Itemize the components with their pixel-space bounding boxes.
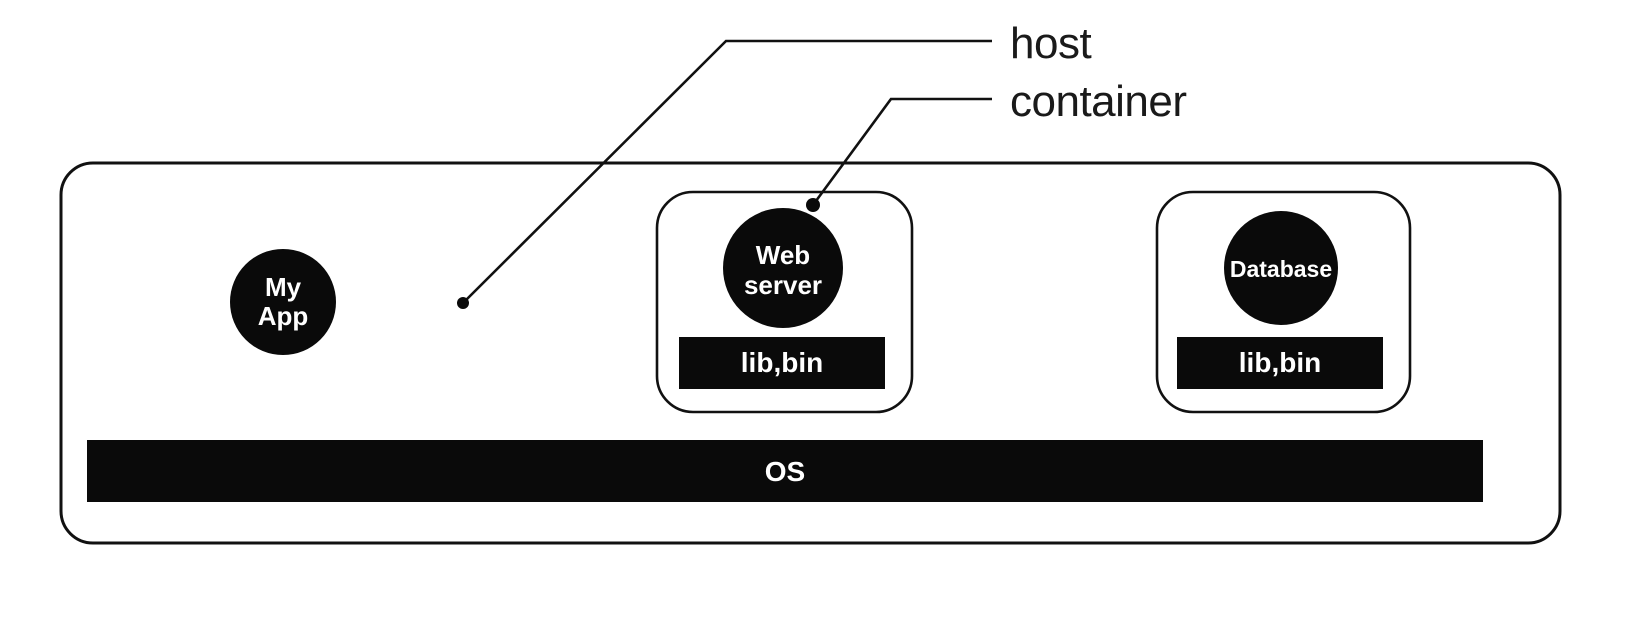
container-leader-dot xyxy=(806,198,820,212)
web-server-label-line1: Web xyxy=(756,240,810,270)
web-server-libbin-label: lib,bin xyxy=(741,347,823,378)
my-app-node: My App xyxy=(230,249,336,355)
database-label: Database xyxy=(1230,256,1332,282)
os-bar-rect xyxy=(87,440,1483,502)
my-app-label-line1: My xyxy=(265,272,302,302)
container-callout-label: container xyxy=(1010,77,1187,126)
callout-host: host xyxy=(457,19,1092,309)
container-web-server: Web server lib,bin xyxy=(655,190,914,414)
database-circle xyxy=(1224,211,1338,325)
os-bar-label: OS xyxy=(765,456,805,487)
host-leader-dot xyxy=(457,297,469,309)
callout-container: container xyxy=(806,77,1187,212)
host-callout-label: host xyxy=(1010,19,1091,68)
database-libbin-label: lib,bin xyxy=(1239,347,1321,378)
container-web-server-box xyxy=(655,190,914,414)
host-boundary-box xyxy=(59,161,1562,545)
container-database: Database lib,bin xyxy=(1155,190,1412,414)
os-bar: OS xyxy=(87,440,1483,502)
container-database-box xyxy=(1155,190,1412,414)
web-server-libbin-bar xyxy=(679,337,885,389)
my-app-label-line2: App xyxy=(258,301,309,331)
my-app-circle xyxy=(230,249,336,355)
host-leader-line xyxy=(462,39,992,304)
database-libbin-bar xyxy=(1177,337,1383,389)
web-server-label-line2: server xyxy=(744,270,822,300)
container-leader-line xyxy=(811,97,992,206)
web-server-circle xyxy=(723,208,843,328)
